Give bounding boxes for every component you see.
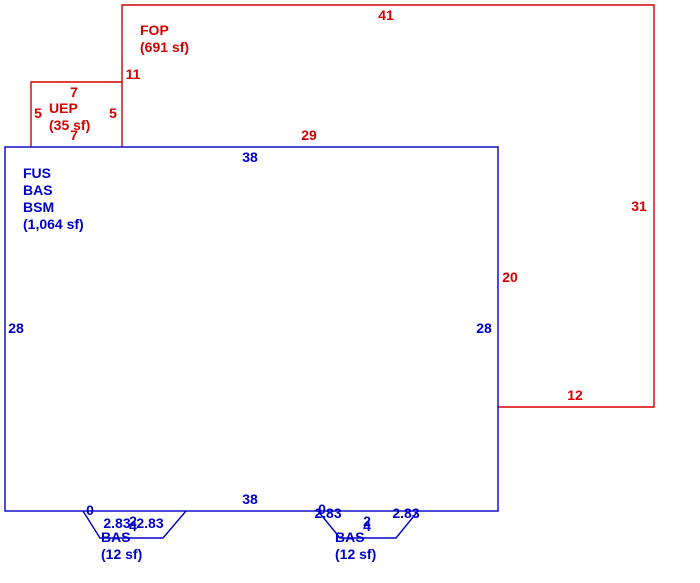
dim-bay-left-front: 4 bbox=[129, 518, 137, 534]
dim-main-left: 28 bbox=[8, 320, 24, 336]
main-code-bsm: BSM bbox=[23, 199, 54, 215]
dim-bay-left-zero: 0 bbox=[86, 502, 94, 518]
dim-main-right: 28 bbox=[476, 320, 492, 336]
dim-fop-bottom: 12 bbox=[567, 387, 583, 403]
bay-right-code: BAS bbox=[335, 529, 365, 545]
main-outline bbox=[4, 146, 499, 512]
bay-left-code: BAS bbox=[101, 529, 131, 545]
uep-area: (35 sf) bbox=[49, 117, 90, 133]
main-code-fus: FUS bbox=[23, 165, 51, 181]
fop-area: (691 sf) bbox=[140, 39, 189, 55]
bay-left-area: (12 sf) bbox=[101, 546, 142, 562]
dim-uep-left: 5 bbox=[34, 105, 42, 121]
bay-right-outline bbox=[317, 510, 419, 539]
dim-uep-bottom: 7 bbox=[70, 127, 78, 143]
uep-code: UEP bbox=[49, 100, 78, 116]
main-code-bas: BAS bbox=[23, 182, 53, 198]
dim-fop-inner-left: 11 bbox=[126, 66, 141, 82]
dim-fop-step: 20 bbox=[502, 269, 518, 285]
dim-bay-right-zero: 0 bbox=[318, 501, 326, 517]
dim-main-bottom: 38 bbox=[242, 491, 258, 507]
dim-bay-right-side-a: 2.83 bbox=[314, 505, 341, 521]
dim-fop-inner-bottom: 29 bbox=[301, 127, 317, 143]
dim-fop-top: 41 bbox=[378, 7, 394, 23]
dim-uep-top: 7 bbox=[70, 84, 78, 100]
bay-right-area: (12 sf) bbox=[335, 546, 376, 562]
dim-bay-left-depth: 2 bbox=[129, 513, 137, 529]
dim-bay-left-side-b: 2.83 bbox=[136, 515, 163, 531]
fop-outline bbox=[121, 4, 655, 408]
dim-main-top: 38 bbox=[242, 149, 258, 165]
dim-bay-left-side-a: 2.83 bbox=[103, 515, 130, 531]
bay-left-outline bbox=[82, 510, 187, 539]
dim-uep-right: 5 bbox=[109, 105, 117, 121]
dim-bay-right-depth: 2 bbox=[363, 513, 371, 529]
uep-outline bbox=[30, 81, 122, 147]
main-area: (1,064 sf) bbox=[23, 216, 84, 232]
dim-fop-right: 31 bbox=[631, 198, 647, 214]
dim-bay-right-front: 4 bbox=[363, 518, 371, 534]
fop-code: FOP bbox=[140, 22, 169, 38]
dim-bay-right-side-b: 2.83 bbox=[392, 505, 419, 521]
